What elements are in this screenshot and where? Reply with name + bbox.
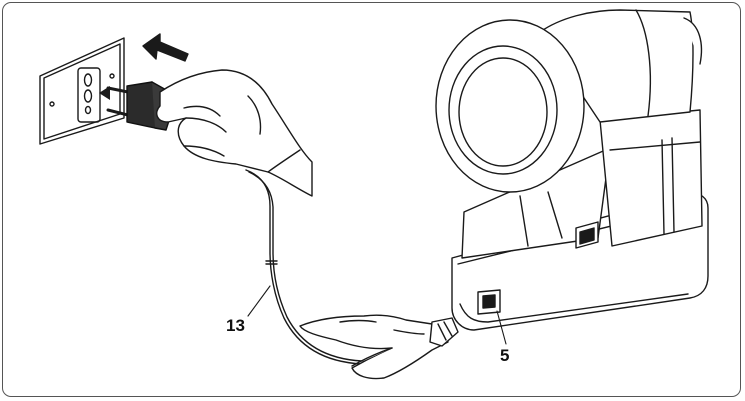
outlet-hole [84,105,92,115]
outlet-screw [109,73,115,79]
cord-connector [429,317,459,347]
wall-outlet [39,37,125,145]
outlet-screw [49,101,55,107]
push-arrow-icon [142,33,189,62]
upper-hand [156,69,313,197]
pointer-arrow-icon [99,86,110,100]
sewing-machine [435,9,709,331]
leader-line-13 [247,285,271,317]
outlet-hole [83,89,93,103]
lower-hand [299,314,449,380]
leader-line-5 [496,310,507,345]
outlet-socket [77,67,101,123]
outlet-hole [83,73,93,87]
callout-13: 13 [226,316,245,335]
callout-5: 5 [500,346,510,365]
